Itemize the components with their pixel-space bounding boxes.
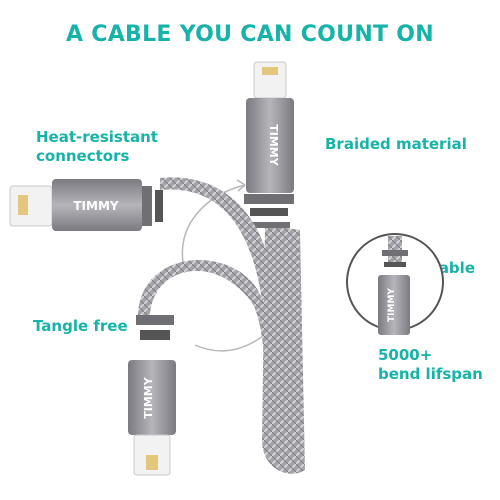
left-connector: TIMMY [9, 179, 163, 231]
label-heat-resistant-line1: Heat-resistant [36, 128, 158, 146]
left-cable [160, 177, 276, 300]
left-connector-brand: TIMMY [73, 199, 119, 213]
durability-zoom-circle: TIMMY [346, 233, 444, 335]
label-tangle-free: Tangle free [33, 317, 128, 335]
bottom-connector-brand: TIMMY [142, 376, 155, 418]
label-heat-resistant: Heat-resistant connectors [36, 128, 158, 166]
top-connector-brand: TIMMY [267, 124, 280, 166]
label-bend-lifespan: 5000+ bend lifspan [378, 346, 483, 384]
label-bend-lifespan-line1: 5000+ [378, 346, 433, 364]
headline: A CABLE YOU CAN COUNT ON [65, 22, 435, 47]
label-braided: Braided material [325, 135, 467, 153]
bottom-connector: TIMMY [128, 315, 176, 476]
label-bend-lifespan-line2: bend lifspan [378, 365, 483, 383]
top-connector: TIMMY [246, 61, 294, 193]
label-heat-resistant-line2: connectors [36, 147, 130, 165]
zoom-connector-brand: TIMMY [387, 288, 397, 322]
